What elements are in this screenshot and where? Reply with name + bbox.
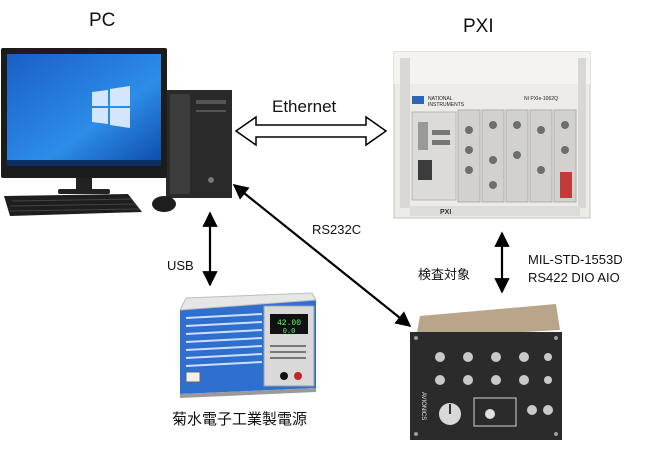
- pc-title: PC: [89, 10, 116, 31]
- pxi-image: NATIONAL INSTRUMENTS NI PXIe-1062Q PXI: [393, 51, 591, 219]
- avionics-unit-image: AVIONICS: [410, 304, 562, 440]
- target-label: 検査対象: [418, 267, 471, 282]
- bus-label-line2: RS422 DIO AIO: [528, 270, 620, 285]
- pxi-brand-line1: NATIONAL: [428, 96, 453, 102]
- ethernet-connector: [234, 115, 388, 147]
- ethernet-label: Ethernet: [272, 97, 337, 116]
- pxi-brand-line2: INSTRUMENTS: [428, 102, 465, 108]
- pxi-model: NI PXIe-1062Q: [524, 96, 558, 102]
- power-supply-image: 42.00 0.0: [179, 292, 317, 398]
- pxi-title: PXI: [463, 16, 494, 37]
- pxi-slot-label: PXI: [440, 209, 451, 216]
- power-supply-caption: 菊水電子工業製電源: [172, 411, 308, 428]
- avionics-side-text: AVIONICS: [420, 392, 426, 420]
- psu-display-top: 42.00: [277, 319, 301, 328]
- usb-label: USB: [167, 258, 194, 273]
- pc-image: [1, 48, 232, 216]
- rs232c-connector: [232, 184, 412, 327]
- bus-label-line1: MIL-STD-1553D: [528, 252, 623, 267]
- psu-display-bottom: 0.0: [283, 328, 296, 336]
